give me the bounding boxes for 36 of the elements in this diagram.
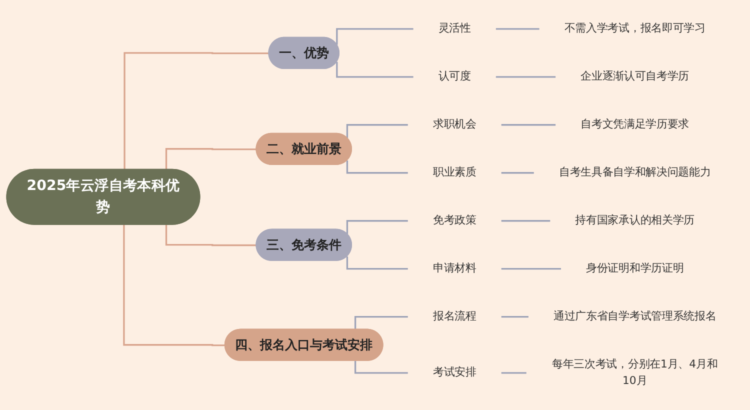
connector [495,28,540,30]
connector [165,148,257,170]
node-text: 求职机会 [432,118,476,131]
node-text: 报名流程 [432,310,476,323]
node-text: 持有国家承认的相关学历 [575,214,695,227]
node-text: 申请材料 [432,262,476,275]
node-text: 自考文凭满足学历要求 [580,118,690,131]
node-text: 自考生具备自学和解决问题能力 [558,166,711,179]
connector [354,360,408,374]
connector [500,316,528,318]
connector [354,316,408,330]
connector [346,220,408,234]
node-text: 考试安排 [432,366,476,379]
node-text: 灵活性 [438,22,471,35]
connector [500,172,534,174]
node-text: 身份证明和学历证明 [586,262,684,275]
connector [500,220,550,222]
connector [346,160,408,174]
node-text: 每年三次考试，分别在1月、4月和10月 [552,358,718,388]
connector [336,28,414,45]
connector [336,62,414,78]
node-text: 认可度 [438,70,471,83]
connector [500,372,526,374]
connector [165,224,257,246]
connector [346,124,408,138]
connector [495,76,556,78]
node-text: 通过广东省自学考试管理系统报名 [553,310,716,323]
connector [123,224,226,346]
node-text: 不需入学考试，报名即可学习 [564,22,706,35]
node-text: 企业逐渐认可自考学历 [580,70,690,83]
node-text: 职业素质 [432,166,476,179]
node-text: 免考政策 [432,214,476,227]
connector [500,124,556,126]
connector [346,256,408,270]
connector [500,268,561,270]
connector [124,52,270,170]
